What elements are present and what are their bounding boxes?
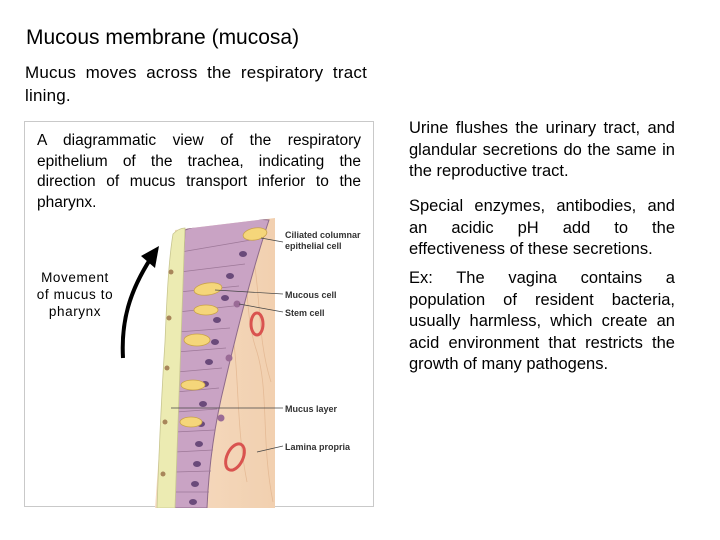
paragraph-example: Ex: The vagina contains a population of … [409, 269, 675, 373]
slide-subtitle: Mucus moves across the respiratory tract… [25, 63, 367, 105]
epithelium-illustration: Ciliated columnar epithelial cell Mucous… [120, 218, 361, 508]
epithelium-figure: A diagrammatic view of the respiratory e… [24, 121, 374, 508]
figure-caption: A diagrammatic view of the respiratory e… [37, 132, 361, 211]
mucus-direction-arrow [120, 246, 159, 359]
blood-vessel [249, 311, 265, 337]
label-ciliated-line2: epithelial cell [285, 241, 342, 251]
label-mucous-cell: Mucous cell [285, 290, 337, 300]
blood-vessel [224, 442, 246, 472]
label-stem-cell: Stem cell [285, 308, 325, 318]
label-lamina-propria: Lamina propria [285, 442, 351, 452]
slide-title: Mucous membrane (mucosa) [26, 26, 300, 49]
mucus-layer [156, 227, 186, 508]
label-mucus-layer: Mucus layer [285, 404, 338, 414]
paragraph-urinary: Urine flushes the urinary tract, and gla… [409, 119, 675, 180]
goblet-cells [179, 227, 268, 428]
label-ciliated-line1: Ciliated columnar [285, 230, 361, 240]
movement-label: Movement of mucus to pharynx [36, 270, 114, 319]
paragraph-enzymes: Special enzymes, antibodies, and an acid… [409, 197, 675, 258]
